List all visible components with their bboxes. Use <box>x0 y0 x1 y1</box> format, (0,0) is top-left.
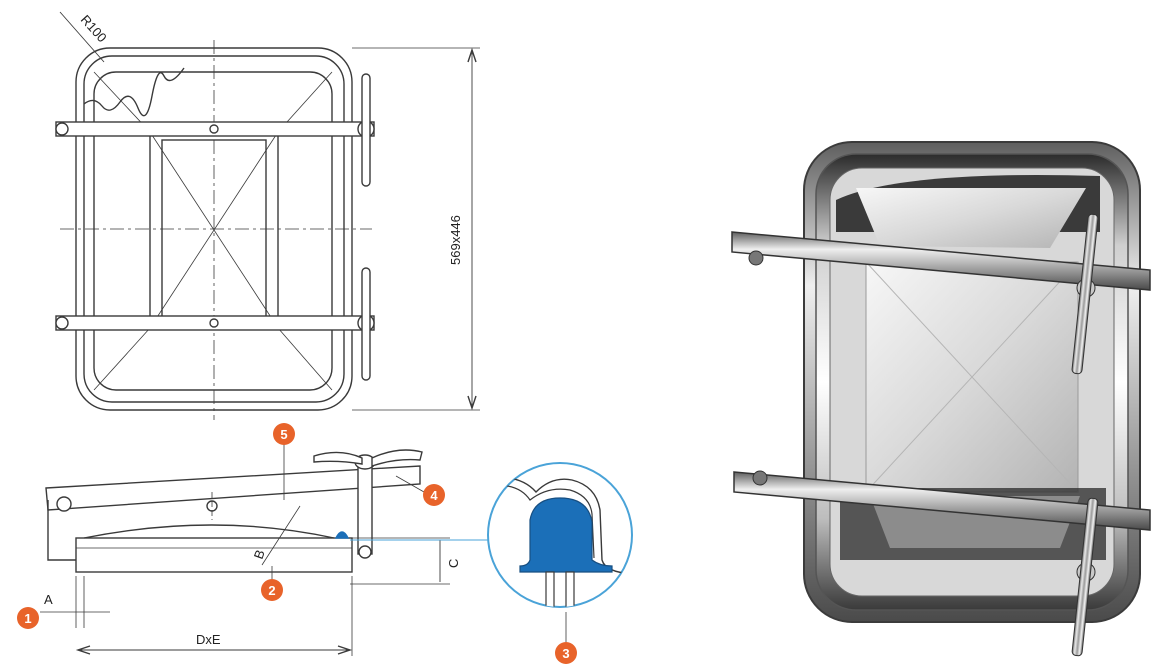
callout-1: 1 <box>17 607 39 629</box>
callout-2-number: 2 <box>268 583 275 598</box>
callout-5-badge <box>273 423 295 445</box>
domed-cover-profile <box>83 524 335 539</box>
handle-wing-right <box>371 449 423 467</box>
callout-4-badge <box>423 484 445 506</box>
base-frame <box>75 537 353 573</box>
product-photo <box>731 141 1151 657</box>
photo-top-reflection <box>856 188 1086 248</box>
cutaway-break-line <box>83 67 185 117</box>
panel-diagonal-2 <box>149 131 279 329</box>
overall-dimension-label: 569x446 <box>448 215 463 265</box>
photo-upper-bar <box>731 231 1151 291</box>
dim-c-label: C <box>446 559 461 568</box>
upper-t-handle <box>361 73 371 187</box>
handle-foot-bolt <box>358 545 372 559</box>
detail-frame-wall-right <box>565 571 575 607</box>
callout-2: 2 <box>261 579 283 601</box>
detail-profile-inner <box>488 484 595 559</box>
callout-5-number: 5 <box>280 427 287 442</box>
dim-dxe-arrow-right <box>337 645 353 655</box>
detail-frame-wall-left <box>545 571 555 607</box>
dim-b-leader <box>261 505 301 566</box>
callout-3-badge <box>555 642 577 664</box>
dim-dxe-arrow-left <box>75 645 91 655</box>
callout-2-badge <box>261 579 283 601</box>
radius-label: R100 <box>78 12 110 45</box>
corner-line-br <box>277 327 333 391</box>
callout-1-badge <box>17 607 39 629</box>
photo-lower-t-handle <box>1071 497 1099 657</box>
lower-t-handle <box>361 267 371 381</box>
lower-left-bolt <box>55 316 69 330</box>
dim-a-label: A <box>44 592 53 607</box>
photo-panel-diagonal-2 <box>865 261 1079 493</box>
dim-dxe-label: DxE <box>196 632 221 647</box>
callout-4-number: 4 <box>430 488 438 503</box>
dim-arrow-bottom <box>467 395 477 411</box>
side-view-drawing <box>40 444 490 656</box>
photo-lower-bar <box>733 471 1151 531</box>
upper-left-bolt <box>55 122 69 136</box>
hinge-pin <box>56 496 72 512</box>
handle-wing-left <box>313 451 363 465</box>
upper-center-bolt <box>209 124 219 134</box>
photo-upper-t-handle <box>1071 213 1099 375</box>
top-view-drawing <box>55 11 480 420</box>
callout-1-number: 1 <box>24 611 31 626</box>
callout-4-leader <box>395 475 425 493</box>
gasket-detail <box>487 462 633 608</box>
photo-upper-left-nut <box>748 250 764 266</box>
gasket-small <box>334 531 350 539</box>
callout-3: 3 <box>555 612 577 664</box>
callout-4: 4 <box>423 484 445 506</box>
photo-lower-left-nut <box>752 470 768 486</box>
callout-3-number: 3 <box>562 646 569 661</box>
callout-5: 5 <box>273 423 295 445</box>
radius-leader-line <box>59 11 105 63</box>
hinge-bracket <box>47 500 76 561</box>
corner-line-bl <box>93 327 151 391</box>
cover-outline <box>93 71 333 391</box>
dim-arrow-top <box>467 47 477 63</box>
lower-center-bolt <box>209 318 219 328</box>
detail-gasket <box>519 497 613 573</box>
